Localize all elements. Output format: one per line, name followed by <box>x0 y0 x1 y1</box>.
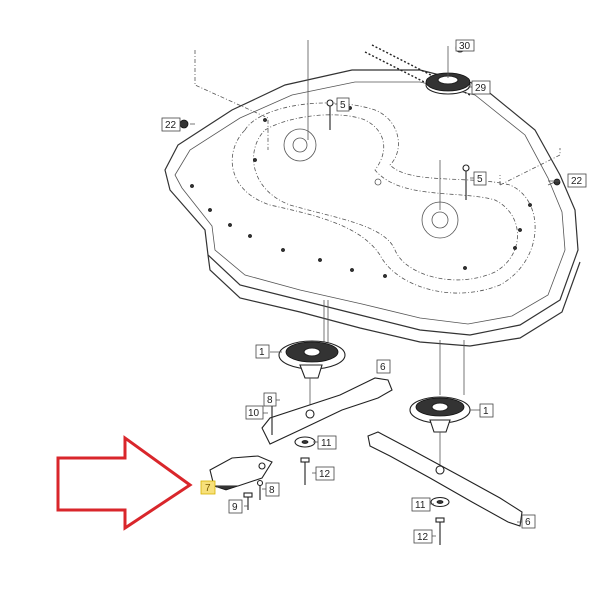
callout-7: 7 <box>200 480 216 495</box>
callout-1-left-text: 1 <box>259 347 265 358</box>
callout-5-right: 5 <box>473 171 487 186</box>
callout-12-left-text: 12 <box>319 469 331 480</box>
right-dashed-leader <box>499 148 561 186</box>
callout-7-text: 7 <box>205 483 211 494</box>
callout-6-left: 6 <box>376 359 391 374</box>
callout-1-left: 1 <box>255 344 270 359</box>
callout-5-right-text: 5 <box>477 174 483 185</box>
callout-11-right: 11 <box>411 497 431 512</box>
callout-12-right-text: 12 <box>417 532 429 543</box>
callout-6-right: 6 <box>521 514 536 529</box>
callout-6-right-text: 6 <box>525 517 531 528</box>
right-spindle-assembly <box>409 160 471 470</box>
callout-29-text: 29 <box>475 83 487 94</box>
callout-10: 10 <box>245 405 264 420</box>
left-blade <box>209 377 393 510</box>
callout-leaders <box>190 86 560 537</box>
callout-22-right: 22 <box>567 173 587 188</box>
callout-12-left: 12 <box>315 466 335 481</box>
callout-11-right-text: 11 <box>415 500 426 511</box>
callout-22-left: 22 <box>161 117 189 132</box>
belt-and-pulley <box>364 43 471 96</box>
callout-30: 30 <box>455 39 475 52</box>
callout-9-text: 9 <box>232 502 238 513</box>
callout-22-left-text: 22 <box>165 120 177 131</box>
callout-1-right-text: 1 <box>483 406 489 417</box>
callout-10-text: 10 <box>248 408 260 419</box>
mower-deck-housing <box>164 50 581 347</box>
left-spindle-assembly <box>278 40 346 425</box>
callout-8-bottom-text: 8 <box>269 485 275 496</box>
callout-1-right: 1 <box>479 403 494 418</box>
callout-6-left-text: 6 <box>380 362 386 373</box>
callout-11-left-text: 11 <box>321 438 332 449</box>
callout-12-right: 12 <box>413 529 433 544</box>
callout-22-right-text: 22 <box>571 176 583 187</box>
callout-5-left-text: 5 <box>340 100 346 111</box>
callout-8-bottom: 8 <box>265 482 280 497</box>
callout-8-top: 8 <box>263 392 277 407</box>
callout-11-left: 11 <box>317 435 337 450</box>
callout-30-text: 30 <box>459 41 471 52</box>
right-blade <box>367 431 523 545</box>
callout-8-top-text: 8 <box>267 395 273 406</box>
callout-29: 29 <box>471 80 491 95</box>
red-pointer-arrow <box>56 435 193 531</box>
callout-9: 9 <box>228 499 243 514</box>
callout-5-left: 5 <box>336 97 350 112</box>
